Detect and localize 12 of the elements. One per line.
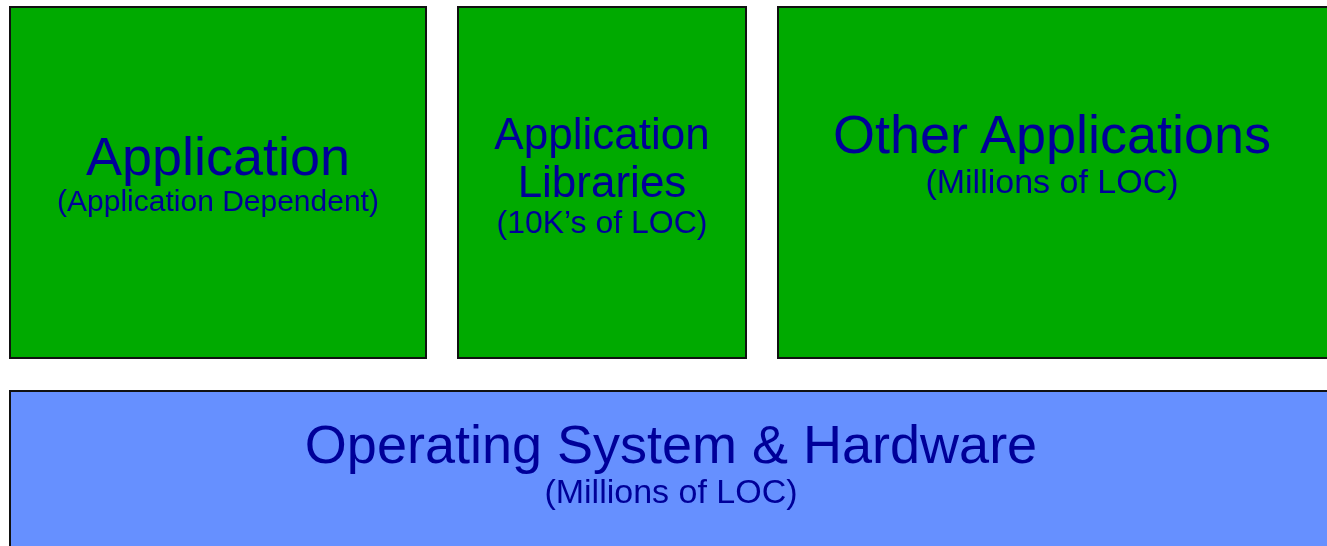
- layer-title: Application Libraries: [493, 110, 711, 206]
- layer-subtitle: (Application Dependent): [57, 185, 379, 218]
- application-box: [9, 6, 427, 359]
- layer-subtitle: (10K’s of LOC): [496, 205, 708, 240]
- os-layer-box: [9, 390, 1327, 546]
- layer-subtitle: (Millions of LOC): [544, 473, 798, 510]
- layer-subtitle: (Millions of LOC): [925, 163, 1179, 200]
- layer-title: Application: [85, 127, 351, 186]
- layer-title: Other Applications: [832, 105, 1272, 164]
- library-box: [457, 6, 747, 359]
- application-box: [777, 6, 1327, 359]
- layer-title: Operating System & Hardware: [304, 415, 1038, 474]
